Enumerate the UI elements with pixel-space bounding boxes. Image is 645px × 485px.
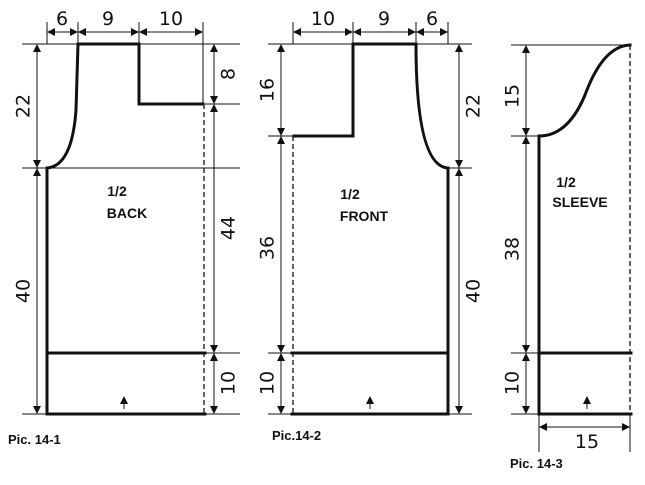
front-dim-left-b: 36 bbox=[257, 236, 279, 260]
front-piece: 10 9 6 16 36 10 22 40 1/2 FRONT Pic.14-2 bbox=[257, 8, 485, 443]
back-dim-top-a: 6 bbox=[56, 8, 68, 30]
sleeve-dim-left-a: 15 bbox=[502, 84, 524, 108]
sleeve-title-name: SLEEVE bbox=[552, 194, 607, 210]
sleeve-piece: 15 38 10 15 1/2 SLEEVE Pic. 14-3 bbox=[502, 43, 633, 471]
front-dim-right-b: 40 bbox=[463, 279, 485, 303]
front-outline bbox=[292, 42, 450, 416]
back-caption: Pic. 14-1 bbox=[8, 432, 61, 447]
back-title-name: BACK bbox=[107, 205, 147, 221]
sleeve-extension-lines bbox=[511, 44, 631, 452]
back-outline bbox=[45, 42, 205, 416]
back-dim-left-b: 40 bbox=[13, 279, 35, 303]
front-dim-left-a: 16 bbox=[257, 78, 279, 102]
back-dim-top-b: 9 bbox=[102, 8, 114, 30]
back-dimension-lines bbox=[33, 28, 218, 414]
back-dim-right-c: 10 bbox=[218, 371, 240, 395]
sleeve-dim-left-b: 38 bbox=[502, 237, 524, 261]
sleeve-title-fraction: 1/2 bbox=[556, 174, 576, 190]
front-dim-top-a: 10 bbox=[311, 8, 335, 30]
front-caption: Pic.14-2 bbox=[272, 428, 321, 443]
back-title-fraction: 1/2 bbox=[107, 183, 127, 199]
sleeve-caption: Pic. 14-3 bbox=[510, 456, 563, 471]
front-dim-top-c: 6 bbox=[426, 8, 438, 30]
sleeve-dim-bottom: 15 bbox=[575, 431, 599, 453]
sleeve-outline bbox=[537, 43, 632, 416]
front-dim-top-b: 9 bbox=[378, 8, 390, 30]
front-dim-left-c: 10 bbox=[257, 371, 279, 395]
sleeve-dim-left-c: 10 bbox=[502, 371, 524, 395]
back-extension-lines bbox=[22, 22, 240, 415]
back-dim-left-a: 22 bbox=[13, 94, 35, 118]
front-dim-right-a: 22 bbox=[463, 94, 485, 118]
back-dim-top-c: 10 bbox=[159, 8, 183, 30]
sleeve-dimension-lines bbox=[522, 45, 630, 431]
back-piece: 6 9 10 22 40 8 44 10 1/2 BACK Pic. 14-1 bbox=[8, 8, 240, 447]
front-title-fraction: 1/2 bbox=[340, 186, 360, 202]
front-extension-lines bbox=[268, 22, 472, 415]
front-dimension-lines bbox=[277, 28, 463, 414]
front-title-name: FRONT bbox=[340, 208, 389, 224]
back-dim-right-a: 8 bbox=[218, 68, 240, 80]
back-dim-right-b: 44 bbox=[218, 216, 240, 240]
